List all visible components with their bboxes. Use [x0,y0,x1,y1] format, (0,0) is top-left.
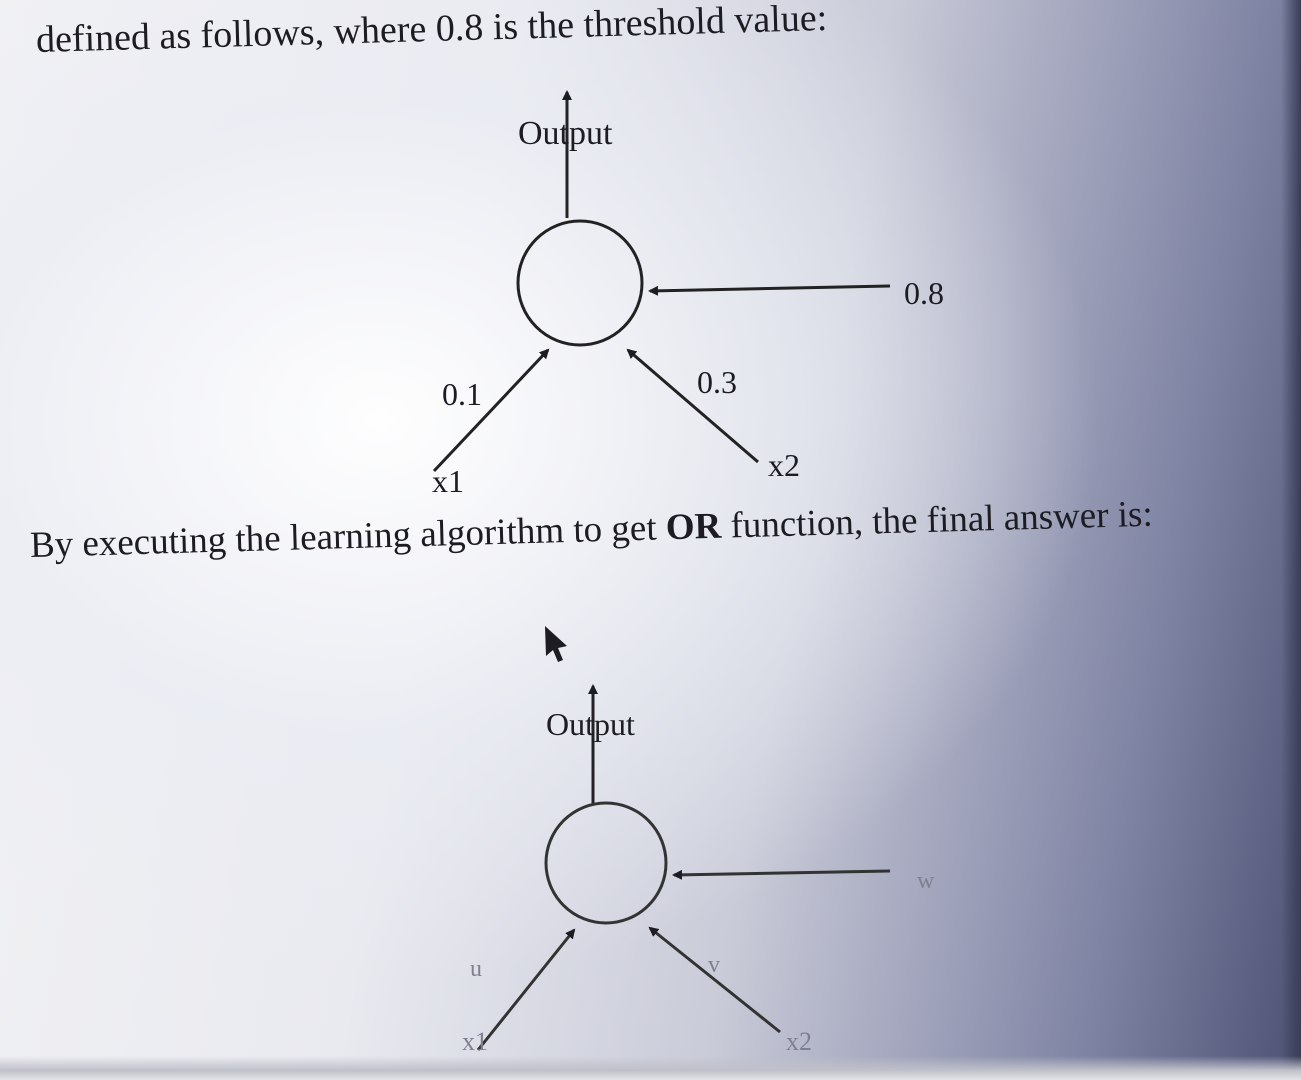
threshold-label: 0.8 [904,275,944,311]
threshold-arrow [648,284,891,296]
input-arrow-x2 [626,348,759,464]
output-label: Output [546,706,635,742]
monitor-bezel [1281,0,1301,1080]
input-label-x1: x1 [432,463,464,499]
mouse-cursor-icon [545,626,567,662]
neuron-circle [516,219,644,347]
threshold-label: w [917,868,935,894]
weight-label-x1: u [470,956,482,982]
input-label-x1: x1 [462,1027,488,1056]
weight-label-x1: 0.1 [442,376,482,412]
input-arrow-x1 [432,348,550,473]
neuron-diagram-top: Output 0.8 0.1 x1 0.3 x2 [432,90,944,499]
input-arrow-x2 [648,926,781,1034]
neuron-diagram-bottom: Output w u x1 v x2 [462,626,935,1056]
monitor-bezel-bottom [0,1056,1301,1080]
weight-label-x2: 0.3 [697,364,737,400]
weight-label-x2: v [708,952,720,978]
output-label: Output [518,115,613,152]
neuron-circle [544,801,668,925]
input-arrow-x1 [476,928,576,1051]
threshold-arrow [672,869,891,880]
body-text-strong: OR [665,505,722,549]
input-label-x2: x2 [768,447,800,483]
input-label-x2: x2 [786,1027,812,1056]
